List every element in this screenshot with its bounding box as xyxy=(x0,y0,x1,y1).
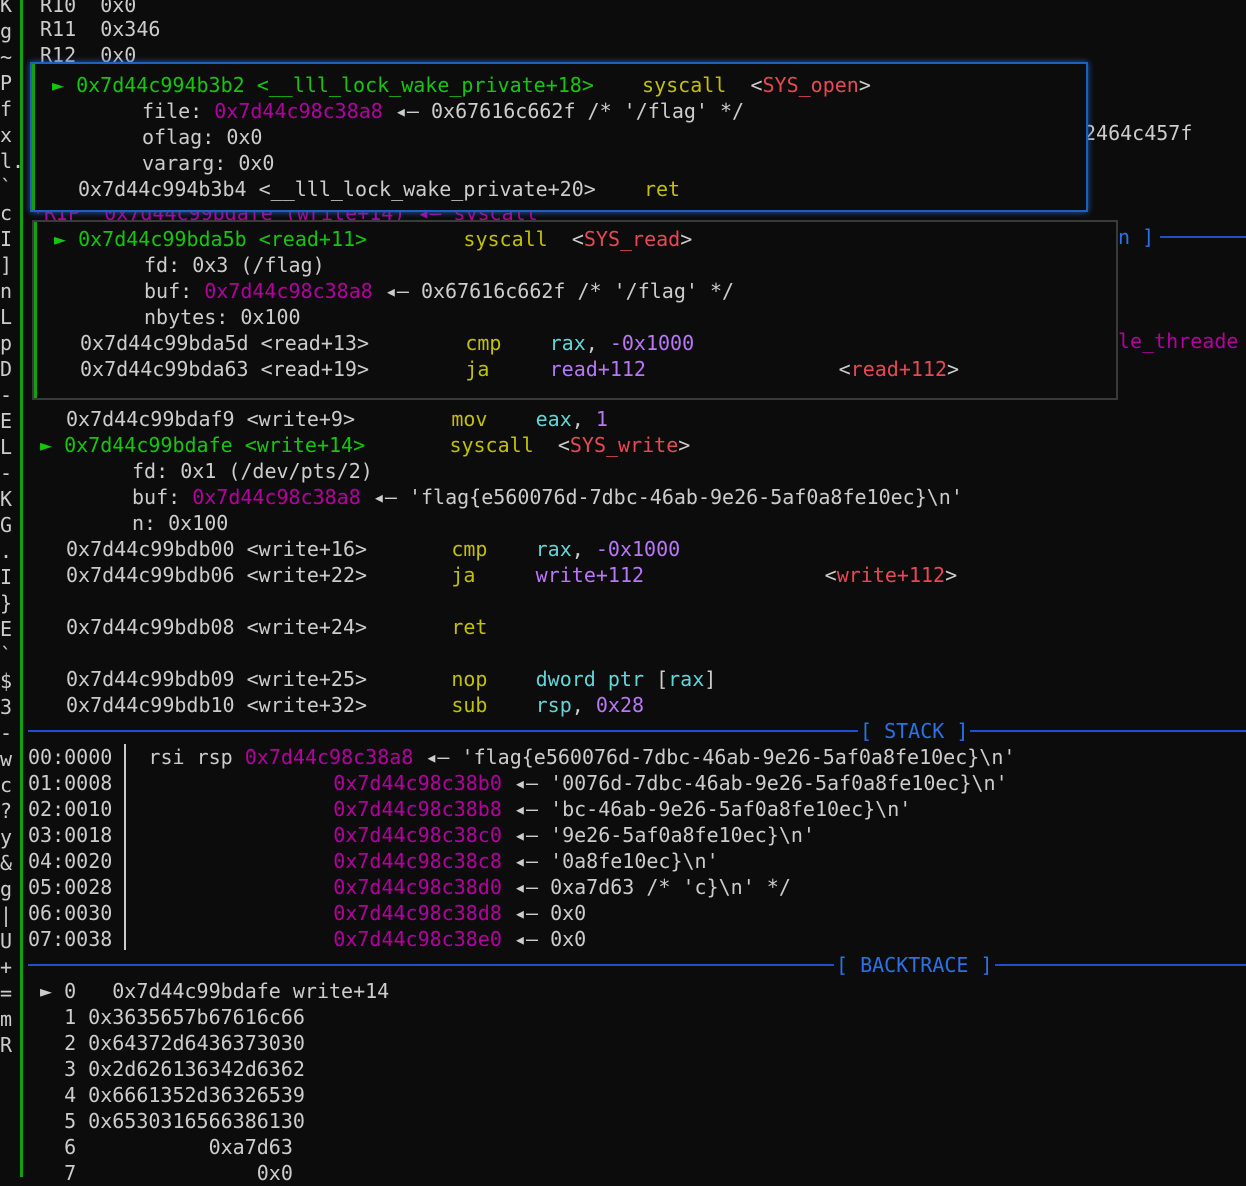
popup-gutter xyxy=(32,64,35,210)
disasm-line[interactable]: 0x7d44c99bdb09 <write+25> nop dword ptr … xyxy=(66,667,717,691)
backtrace-section-title: [ BACKTRACE ] xyxy=(834,952,995,978)
section-rule xyxy=(1160,236,1246,238)
left-char: L xyxy=(0,435,13,459)
left-char: w xyxy=(0,747,13,771)
left-char: R xyxy=(0,1033,13,1057)
left-char: g xyxy=(0,19,13,43)
backtrace-frame[interactable]: 1 0x3635657b67616c66 xyxy=(40,1005,305,1029)
left-char: ` xyxy=(0,643,13,667)
syscall-arg: buf: 0x7d44c98c38a8 ◂— 'flag{e560076d-7d… xyxy=(132,485,963,509)
left-char: & xyxy=(0,851,13,875)
backtrace-frame[interactable]: 5 0x6530316566386130 xyxy=(40,1109,305,1133)
syscall-arg: nbytes: 0x100 xyxy=(144,305,301,329)
left-char: P xyxy=(0,71,13,95)
left-char: E xyxy=(0,409,13,433)
left-char: } xyxy=(0,591,13,615)
register-row: R11 0x346 xyxy=(40,17,161,41)
popup-gutter xyxy=(34,222,37,398)
left-char: y xyxy=(0,825,13,849)
background-fragment: n ] xyxy=(1118,225,1155,249)
register-row: R10 0x0 xyxy=(40,0,137,17)
left-char: c xyxy=(0,773,13,797)
disasm-line[interactable]: 0x7d44c99bdb06 <write+22> ja write+112 <… xyxy=(66,563,958,587)
left-char: U xyxy=(0,929,13,953)
left-char: f xyxy=(0,97,13,121)
backtrace-frame[interactable]: 7 0x0 xyxy=(40,1161,293,1185)
left-char: D xyxy=(0,357,13,381)
disasm-line[interactable]: 0x7d44c99bda5d <read+13> cmp rax, -0x100… xyxy=(80,331,695,355)
left-char: ? xyxy=(0,799,13,823)
left-char: ` xyxy=(0,175,13,199)
stack-section-rule xyxy=(28,730,1246,732)
left-char: 3 xyxy=(0,695,13,719)
left-char: g xyxy=(0,877,13,901)
left-char: x xyxy=(0,123,13,147)
background-fragment: 2464c457f xyxy=(1084,121,1193,145)
backtrace-frame[interactable]: ► 0 0x7d44c99bdafe write+14 xyxy=(40,979,390,1003)
left-char: - xyxy=(0,383,13,407)
syscall-arg: fd: 0x3 (/flag) xyxy=(144,253,325,277)
left-char: n xyxy=(0,279,13,303)
current-instruction-arrow-icon: ► xyxy=(40,433,53,457)
disasm-current-line[interactable]: ► 0x7d44c99bdafe <write+14> syscall <SYS… xyxy=(40,433,691,457)
current-instruction-arrow-icon: ► xyxy=(52,73,65,97)
left-char: p xyxy=(0,331,13,355)
left-char: E xyxy=(0,617,13,641)
syscall-popup-open: ► 0x7d44c994b3b2 <__lll_lock_wake_privat… xyxy=(30,62,1088,212)
stack-section-title: [ STACK ] xyxy=(858,718,971,744)
background-fragment: le_threade xyxy=(1118,329,1239,353)
left-char: G xyxy=(0,513,13,537)
syscall-arg: fd: 0x1 (/dev/pts/2) xyxy=(132,459,373,483)
left-char: L xyxy=(0,305,13,329)
backtrace-frame[interactable]: 2 0x64372d6436373030 xyxy=(40,1031,305,1055)
left-pane-fragment: K g ~ P f x l. ` c I ] n L p D - E L - K… xyxy=(0,0,24,1177)
left-char: c xyxy=(0,201,13,225)
left-char: m xyxy=(0,1007,13,1031)
left-char: ~ xyxy=(0,45,13,69)
left-char: = xyxy=(0,981,13,1005)
left-char: + xyxy=(0,955,13,979)
left-char: . xyxy=(0,539,13,563)
backtrace-frame[interactable]: 4 0x6661352d36326539 xyxy=(40,1083,305,1107)
left-char: I xyxy=(0,227,13,251)
disasm-current-line[interactable]: ► 0x7d44c99bda5b <read+11> syscall <SYS_… xyxy=(54,227,693,251)
syscall-arg: file: 0x7d44c98c38a8 ◂— 0x67616c662f /* … xyxy=(142,99,745,123)
syscall-arg: n: 0x100 xyxy=(132,511,229,535)
disasm-current-line[interactable]: ► 0x7d44c994b3b2 <__lll_lock_wake_privat… xyxy=(52,73,871,97)
backtrace-frame[interactable]: 3 0x2d626136342d6362 xyxy=(40,1057,305,1081)
disasm-line[interactable]: 0x7d44c99bdb10 <write+32> sub rsp, 0x28 xyxy=(66,693,645,717)
left-char: K xyxy=(0,487,13,511)
disasm-line[interactable]: 0x7d44c99bdb00 <write+16> cmp rax, -0x10… xyxy=(66,537,681,561)
left-char: - xyxy=(0,461,13,485)
syscall-popup-read: ► 0x7d44c99bda5b <read+11> syscall <SYS_… xyxy=(32,220,1118,400)
stack-column-divider xyxy=(124,744,126,950)
left-char: I xyxy=(0,565,13,589)
left-char: $ xyxy=(0,669,13,693)
left-char: K xyxy=(0,0,13,17)
left-char: | xyxy=(0,903,13,927)
disasm-line[interactable]: 0x7d44c99bda63 <read+19> ja read+112 <re… xyxy=(80,357,960,381)
disasm-line[interactable]: 0x7d44c994b3b4 <__lll_lock_wake_private+… xyxy=(78,177,681,201)
syscall-arg: oflag: 0x0 xyxy=(142,125,263,149)
current-instruction-arrow-icon: ► xyxy=(54,227,67,251)
syscall-arg: buf: 0x7d44c98c38a8 ◂— 0x67616c662f /* '… xyxy=(144,279,735,303)
backtrace-section-rule xyxy=(28,964,1246,966)
pane-divider[interactable] xyxy=(20,0,23,1177)
syscall-arg: vararg: 0x0 xyxy=(142,151,275,175)
stack-row[interactable]: 00:0000 rsi rsp 0x7d44c98c38a8 ◂— 'flag{… xyxy=(28,745,1016,769)
disasm-line[interactable]: 0x7d44c99bdaf9 <write+9> mov eax, 1 xyxy=(66,407,608,431)
left-char: - xyxy=(0,721,13,745)
backtrace-frame[interactable]: 6 0xa7d63 xyxy=(40,1135,293,1159)
left-char: ] xyxy=(0,253,13,277)
disasm-line[interactable]: 0x7d44c99bdb08 <write+24> ret xyxy=(66,615,488,639)
